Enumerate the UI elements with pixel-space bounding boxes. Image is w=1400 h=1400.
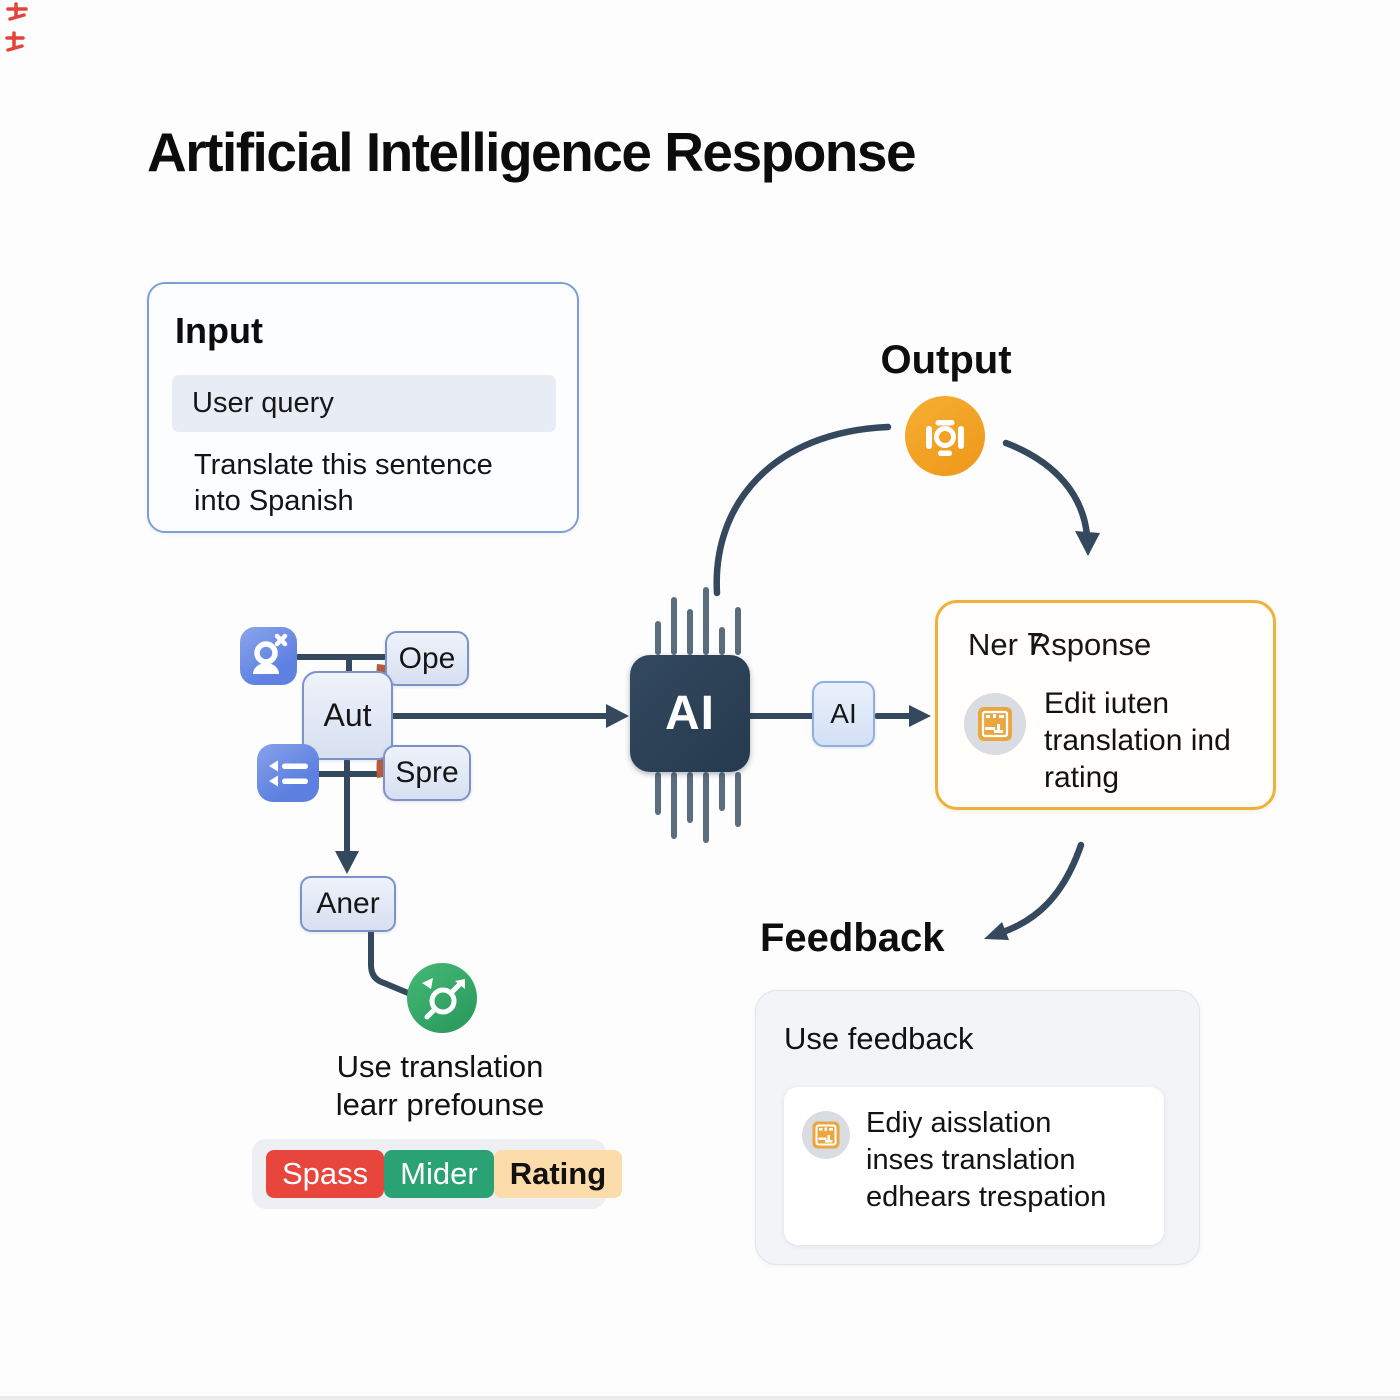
input-description: Translate this sentence into Spanish	[194, 449, 493, 517]
response-heading: Ner 7Rsponse	[968, 626, 1152, 662]
corner-artifact-icon	[5, 2, 28, 52]
input-heading: Input	[175, 310, 263, 351]
user-query-field[interactable]: User query	[172, 375, 556, 432]
response-card: Ner 7Rsponse Edit iuten translation ind …	[935, 600, 1276, 810]
response-body: Edit iuten translation ind rating	[1044, 687, 1231, 794]
arc-response-to-feedback	[999, 841, 1085, 936]
node-aut: Aut	[302, 671, 393, 760]
arc-ai-to-output	[713, 423, 892, 597]
node-aner: Aner	[300, 876, 396, 932]
node-spre: Spre	[383, 745, 471, 801]
node-ope: Ope	[385, 631, 469, 686]
badge-rating[interactable]: Rating	[493, 1150, 623, 1198]
list-outdent-icon	[257, 744, 319, 802]
chip-pins	[655, 587, 741, 843]
feedback-card-title: Use feedback	[784, 1021, 974, 1056]
user-x-icon	[240, 627, 297, 685]
page-title: Artificial Intelligence Response	[147, 121, 917, 183]
share-compass-icon	[407, 963, 477, 1033]
badge-mider[interactable]: Mider	[384, 1150, 494, 1198]
input-card: Input User query Translate this sentence…	[147, 282, 579, 533]
feedback-body: Ediy aisslation inses translation edhear…	[866, 1107, 1107, 1213]
feedback-inner-card: Ediy aisslation inses translation edhear…	[784, 1087, 1164, 1245]
bottom-divider	[0, 1396, 1400, 1400]
feedback-card: Use feedback Ediy aisslation inses trans…	[755, 990, 1200, 1265]
arc-output-to-response	[1002, 439, 1091, 539]
arrowheads	[335, 531, 1100, 940]
output-meter-icon	[905, 396, 985, 476]
translation-caption: Use translation learr prefounse	[335, 1049, 545, 1122]
ai-chip: AI	[630, 655, 750, 772]
edit-translation-icon	[964, 693, 1026, 755]
ai-relay-box: AI	[812, 681, 875, 747]
feedback-edit-icon	[802, 1111, 850, 1159]
feedback-heading: Feedback	[760, 916, 945, 960]
badge-spass[interactable]: Spass	[266, 1150, 385, 1198]
output-heading: Output	[880, 338, 1012, 382]
